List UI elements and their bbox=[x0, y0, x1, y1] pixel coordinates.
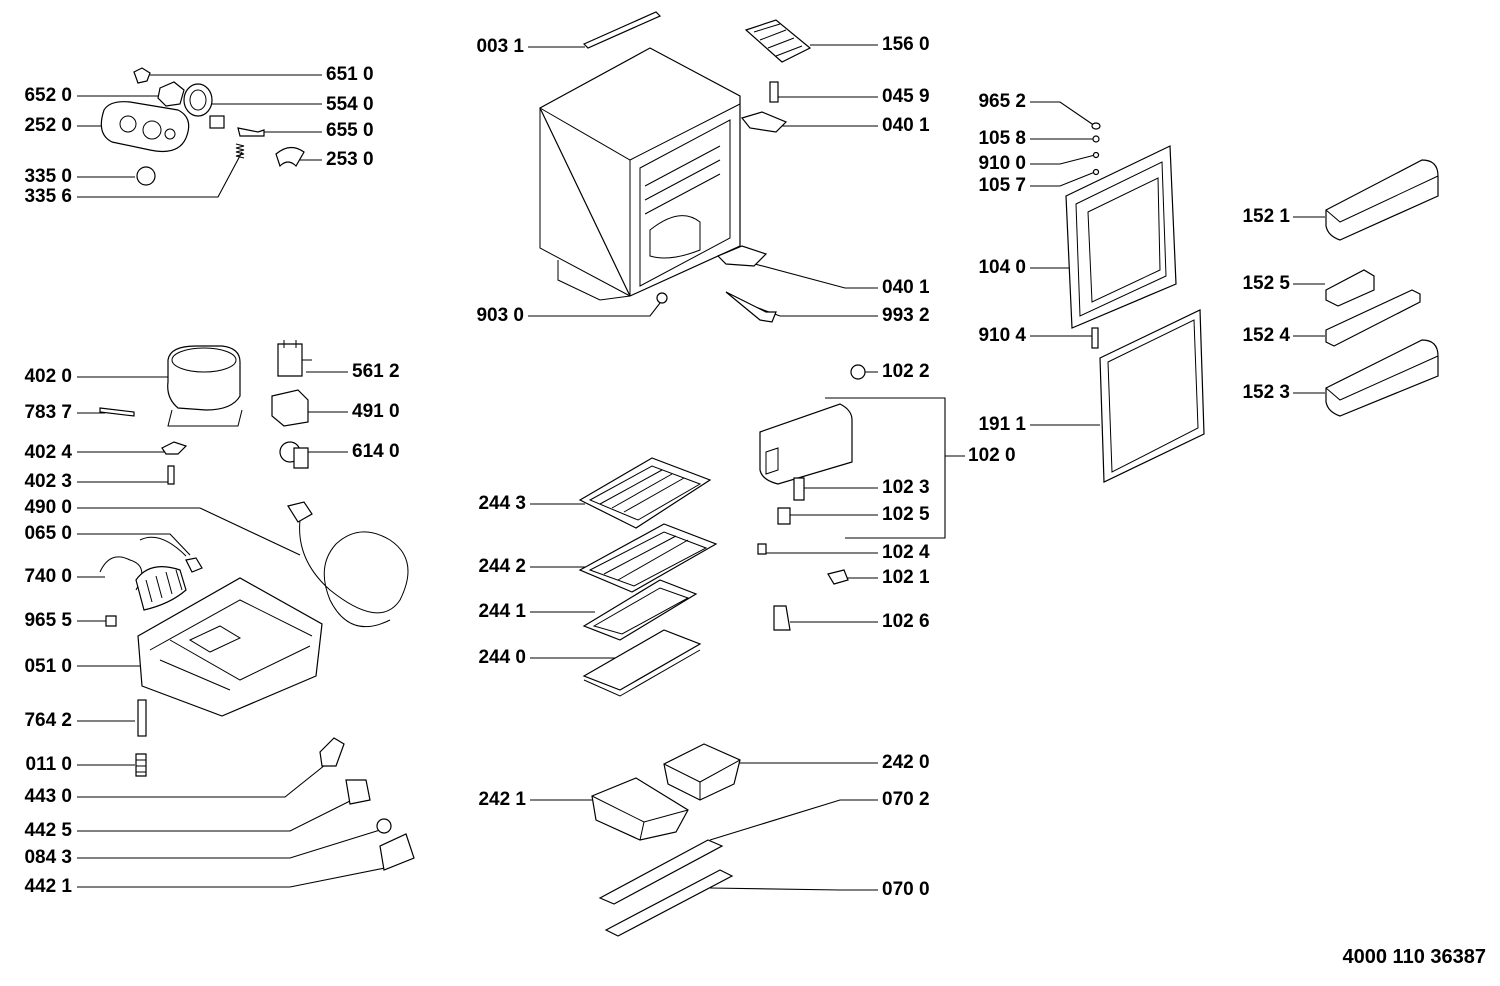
label-965-2: 965 2 bbox=[978, 91, 1026, 112]
label-084-3: 084 3 bbox=[24, 847, 72, 868]
label-442-1: 442 1 bbox=[24, 876, 72, 897]
label-152-5: 152 5 bbox=[1242, 273, 1290, 294]
label-491-0: 491 0 bbox=[352, 401, 400, 422]
power-cord-and-base-parts bbox=[99, 501, 415, 871]
label-554-0: 554 0 bbox=[326, 94, 374, 115]
label-070-2: 070 2 bbox=[882, 789, 930, 810]
label-561-2: 561 2 bbox=[352, 361, 400, 382]
label-102-6: 102 6 bbox=[882, 611, 930, 632]
label-335-6: 335 6 bbox=[24, 186, 72, 207]
label-102-1: 102 1 bbox=[882, 567, 930, 588]
thermostat-housing-parts bbox=[100, 67, 305, 186]
label-040-1-top: 040 1 bbox=[882, 115, 930, 136]
label-065-0: 065 0 bbox=[24, 523, 72, 544]
label-105-8: 105 8 bbox=[978, 128, 1026, 149]
label-102-3: 102 3 bbox=[882, 477, 930, 498]
label-965-5: 965 5 bbox=[24, 610, 72, 631]
label-102-2: 102 2 bbox=[882, 361, 930, 382]
label-740-0: 740 0 bbox=[24, 566, 72, 587]
label-102-4: 102 4 bbox=[882, 542, 930, 563]
label-104-0: 104 0 bbox=[978, 257, 1026, 278]
label-993-2: 993 2 bbox=[882, 305, 930, 326]
label-910-4: 910 4 bbox=[978, 325, 1026, 346]
label-443-0: 443 0 bbox=[24, 786, 72, 807]
label-003-1: 003 1 bbox=[476, 36, 524, 57]
label-156-0: 156 0 bbox=[882, 34, 930, 55]
label-402-3: 402 3 bbox=[24, 471, 72, 492]
label-242-1: 242 1 bbox=[478, 789, 526, 810]
label-252-0: 252 0 bbox=[24, 115, 72, 136]
label-152-4: 152 4 bbox=[1242, 325, 1290, 346]
label-442-5: 442 5 bbox=[24, 820, 72, 841]
label-335-0: 335 0 bbox=[24, 166, 72, 187]
label-051-0: 051 0 bbox=[24, 656, 72, 677]
label-040-1-bottom: 040 1 bbox=[882, 277, 930, 298]
label-614-0: 614 0 bbox=[352, 441, 400, 462]
label-191-1: 191 1 bbox=[978, 414, 1026, 435]
label-651-0: 651 0 bbox=[326, 64, 374, 85]
label-070-0: 070 0 bbox=[882, 879, 930, 900]
label-253-0: 253 0 bbox=[326, 149, 374, 170]
label-402-0: 402 0 bbox=[24, 366, 72, 387]
label-102-5: 102 5 bbox=[882, 504, 930, 525]
label-655-0: 655 0 bbox=[326, 120, 374, 141]
label-764-2: 764 2 bbox=[24, 710, 72, 731]
label-910-0: 910 0 bbox=[978, 153, 1026, 174]
label-652-0: 652 0 bbox=[24, 85, 72, 106]
cabinet-parts bbox=[539, 11, 812, 937]
compressor-parts bbox=[99, 340, 312, 485]
label-011-0: 011 0 bbox=[25, 754, 73, 775]
label-045-9: 045 9 bbox=[882, 86, 930, 107]
document-number: 4000 110 36387 bbox=[1342, 946, 1487, 968]
label-783-7: 783 7 bbox=[24, 402, 72, 423]
freezer-door-parts bbox=[757, 364, 866, 631]
label-244-0: 244 0 bbox=[478, 647, 526, 668]
door-assembly-parts bbox=[1065, 122, 1439, 483]
label-903-0: 903 0 bbox=[476, 305, 524, 326]
label-244-3: 244 3 bbox=[478, 493, 526, 514]
label-152-3: 152 3 bbox=[1242, 382, 1290, 403]
label-244-1: 244 1 bbox=[478, 601, 526, 622]
label-244-2: 244 2 bbox=[478, 556, 526, 577]
label-102-0: 102 0 bbox=[968, 445, 1016, 466]
label-105-7: 105 7 bbox=[978, 175, 1026, 196]
label-152-1: 152 1 bbox=[1242, 206, 1290, 227]
label-402-4: 402 4 bbox=[24, 442, 72, 463]
label-242-0: 242 0 bbox=[882, 752, 930, 773]
label-490-0: 490 0 bbox=[24, 497, 72, 518]
